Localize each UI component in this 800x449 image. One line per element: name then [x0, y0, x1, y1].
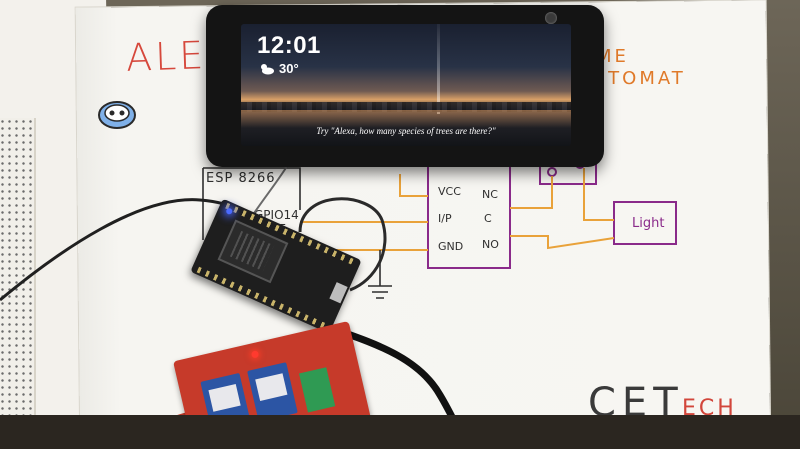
breadboard	[0, 118, 36, 418]
camera-icon	[545, 12, 557, 24]
relay-2	[247, 362, 298, 422]
weather-widget: 30°	[259, 61, 299, 76]
echo-screen[interactable]: 12:01 30° Try "Alexa, how many species o…	[241, 24, 571, 146]
terminal-block	[298, 367, 336, 413]
partly-cloudy-night-icon	[261, 63, 274, 74]
relay-pin-no: NO	[482, 238, 499, 251]
city-skyline	[241, 102, 571, 112]
relay-pin-ip: I/P	[438, 212, 452, 225]
suggestion-caption: Try "Alexa, how many species of trees ar…	[316, 126, 496, 136]
relay-pin-vcc: VCC	[438, 185, 461, 198]
relay-led-icon	[250, 350, 260, 359]
relay-pin-nc: NC	[482, 188, 498, 201]
desk-surface	[0, 415, 800, 449]
temperature: 30°	[279, 61, 299, 76]
esp-label: ESP 8266	[206, 171, 276, 186]
light-label: Light	[632, 216, 665, 231]
sketch-subtitle-2: UTOMAT	[592, 68, 686, 89]
clock-time: 12:01	[257, 32, 321, 59]
relay-pin-gnd: GND	[438, 240, 464, 253]
relay-pin-c: C	[484, 212, 492, 225]
robot-sticker-icon	[98, 101, 136, 129]
